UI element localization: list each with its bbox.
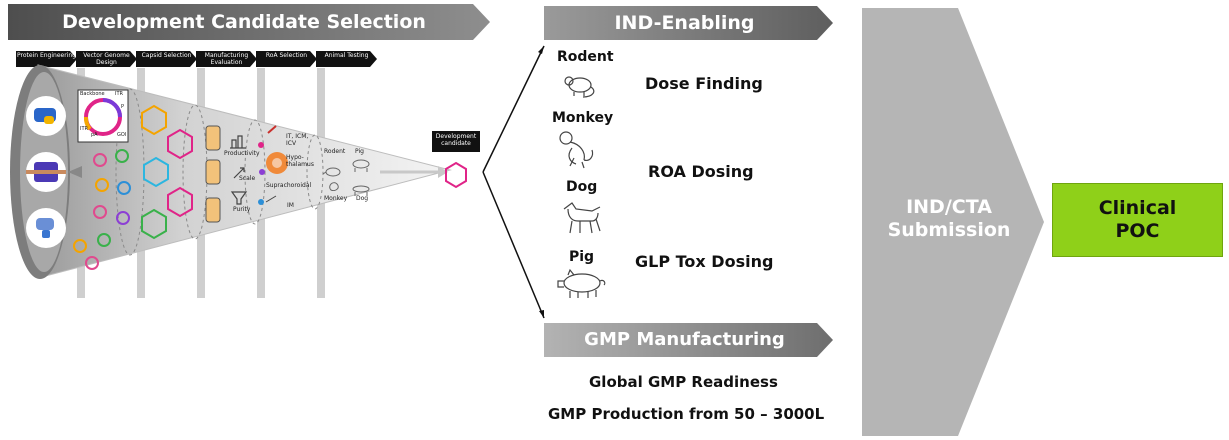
animal-label-rodent: Rodent	[557, 49, 614, 65]
animal-label-pig: Pig	[569, 249, 595, 265]
development-banner-arrow	[8, 4, 490, 40]
development-candidate-label: Development candidate	[435, 133, 477, 147]
funnel-animal-dog: Dog	[356, 195, 369, 202]
roa-label-thalamus: thalamus	[286, 161, 314, 168]
plasmid-label-itr-bottom: ITR	[80, 126, 89, 132]
monkey-icon	[559, 131, 594, 169]
gmp-manufacturing-banner: GMP Manufacturing	[544, 323, 833, 357]
animal-label-monkey: Monkey	[552, 110, 614, 126]
ind-enabling-label: IND-Enabling	[614, 12, 755, 34]
gmp-banner-arrow	[544, 323, 833, 357]
step-protein-engineering: Protein Engineering	[16, 51, 77, 67]
plasmid-label-p: P	[121, 104, 125, 110]
development-banner-label: Development Candidate Selection	[62, 11, 426, 33]
plasmid-label-goi: GOI	[117, 132, 127, 138]
ind-item-roa-dosing: ROA Dosing	[648, 162, 754, 181]
funnel-animal-monkey: Monkey	[324, 195, 348, 202]
ind-item-glp-tox-dosing: GLP Tox Dosing	[635, 252, 774, 271]
clinical-poc-box: Clinical POC	[1052, 183, 1223, 257]
development-candidate-box: Development candidate	[432, 131, 480, 152]
step-animal-testing: Animal Testing	[316, 51, 377, 67]
ind-item-dose-finding: Dose Finding	[645, 74, 763, 93]
roa-label-suprachoroidal: Suprachoroidal	[266, 182, 312, 189]
ind-cta-chevron	[862, 8, 1044, 436]
clinical-poc-label: Clinical POC	[1098, 197, 1177, 242]
plasmid-label-pa: pA	[91, 132, 98, 138]
step-manufacturing-evaluation: Manufacturing Evaluation	[196, 51, 257, 67]
mfg-label-scale: Scale	[239, 175, 256, 182]
roa-label-im: IM	[287, 202, 294, 209]
dog-icon	[563, 202, 601, 234]
roa-label-hypo: Hypo-	[286, 154, 304, 161]
funnel-animal-pig: Pig	[355, 148, 364, 155]
pig-icon	[557, 268, 606, 298]
step-capsid-selection: Capsid Selection	[136, 51, 197, 67]
roa-label-it-icm-icv: IT, ICM, ICV	[286, 133, 309, 147]
development-banner: Development Candidate Selection	[8, 4, 490, 40]
ind-enabling-banner-arrow	[544, 6, 833, 40]
mfg-label-purity: Purity	[233, 206, 251, 213]
step-roa-selection: RoA Selection	[256, 51, 317, 67]
branch-arrows	[482, 45, 545, 319]
mfg-label-productivity: Productivity	[224, 150, 260, 157]
plasmid-label-backbone: Backbone	[80, 91, 105, 97]
gmp-item-production-scale: GMP Production from 50 – 3000L	[548, 405, 825, 423]
gmp-item-global-readiness: Global GMP Readiness	[589, 373, 778, 391]
ind-enabling-banner: IND-Enabling	[544, 6, 833, 40]
ind-cta-label: IND/CTA Submission	[887, 196, 1011, 241]
step-vector-genome-design: Vector Genome Design	[76, 51, 137, 67]
funnel-animal-rodent: Rodent	[324, 148, 346, 155]
animal-label-dog: Dog	[566, 179, 598, 195]
selection-funnel	[10, 64, 467, 298]
rodent-icon	[564, 76, 595, 98]
plasmid-label-itr-top: ITR	[115, 91, 124, 97]
gmp-manufacturing-label: GMP Manufacturing	[584, 329, 785, 350]
